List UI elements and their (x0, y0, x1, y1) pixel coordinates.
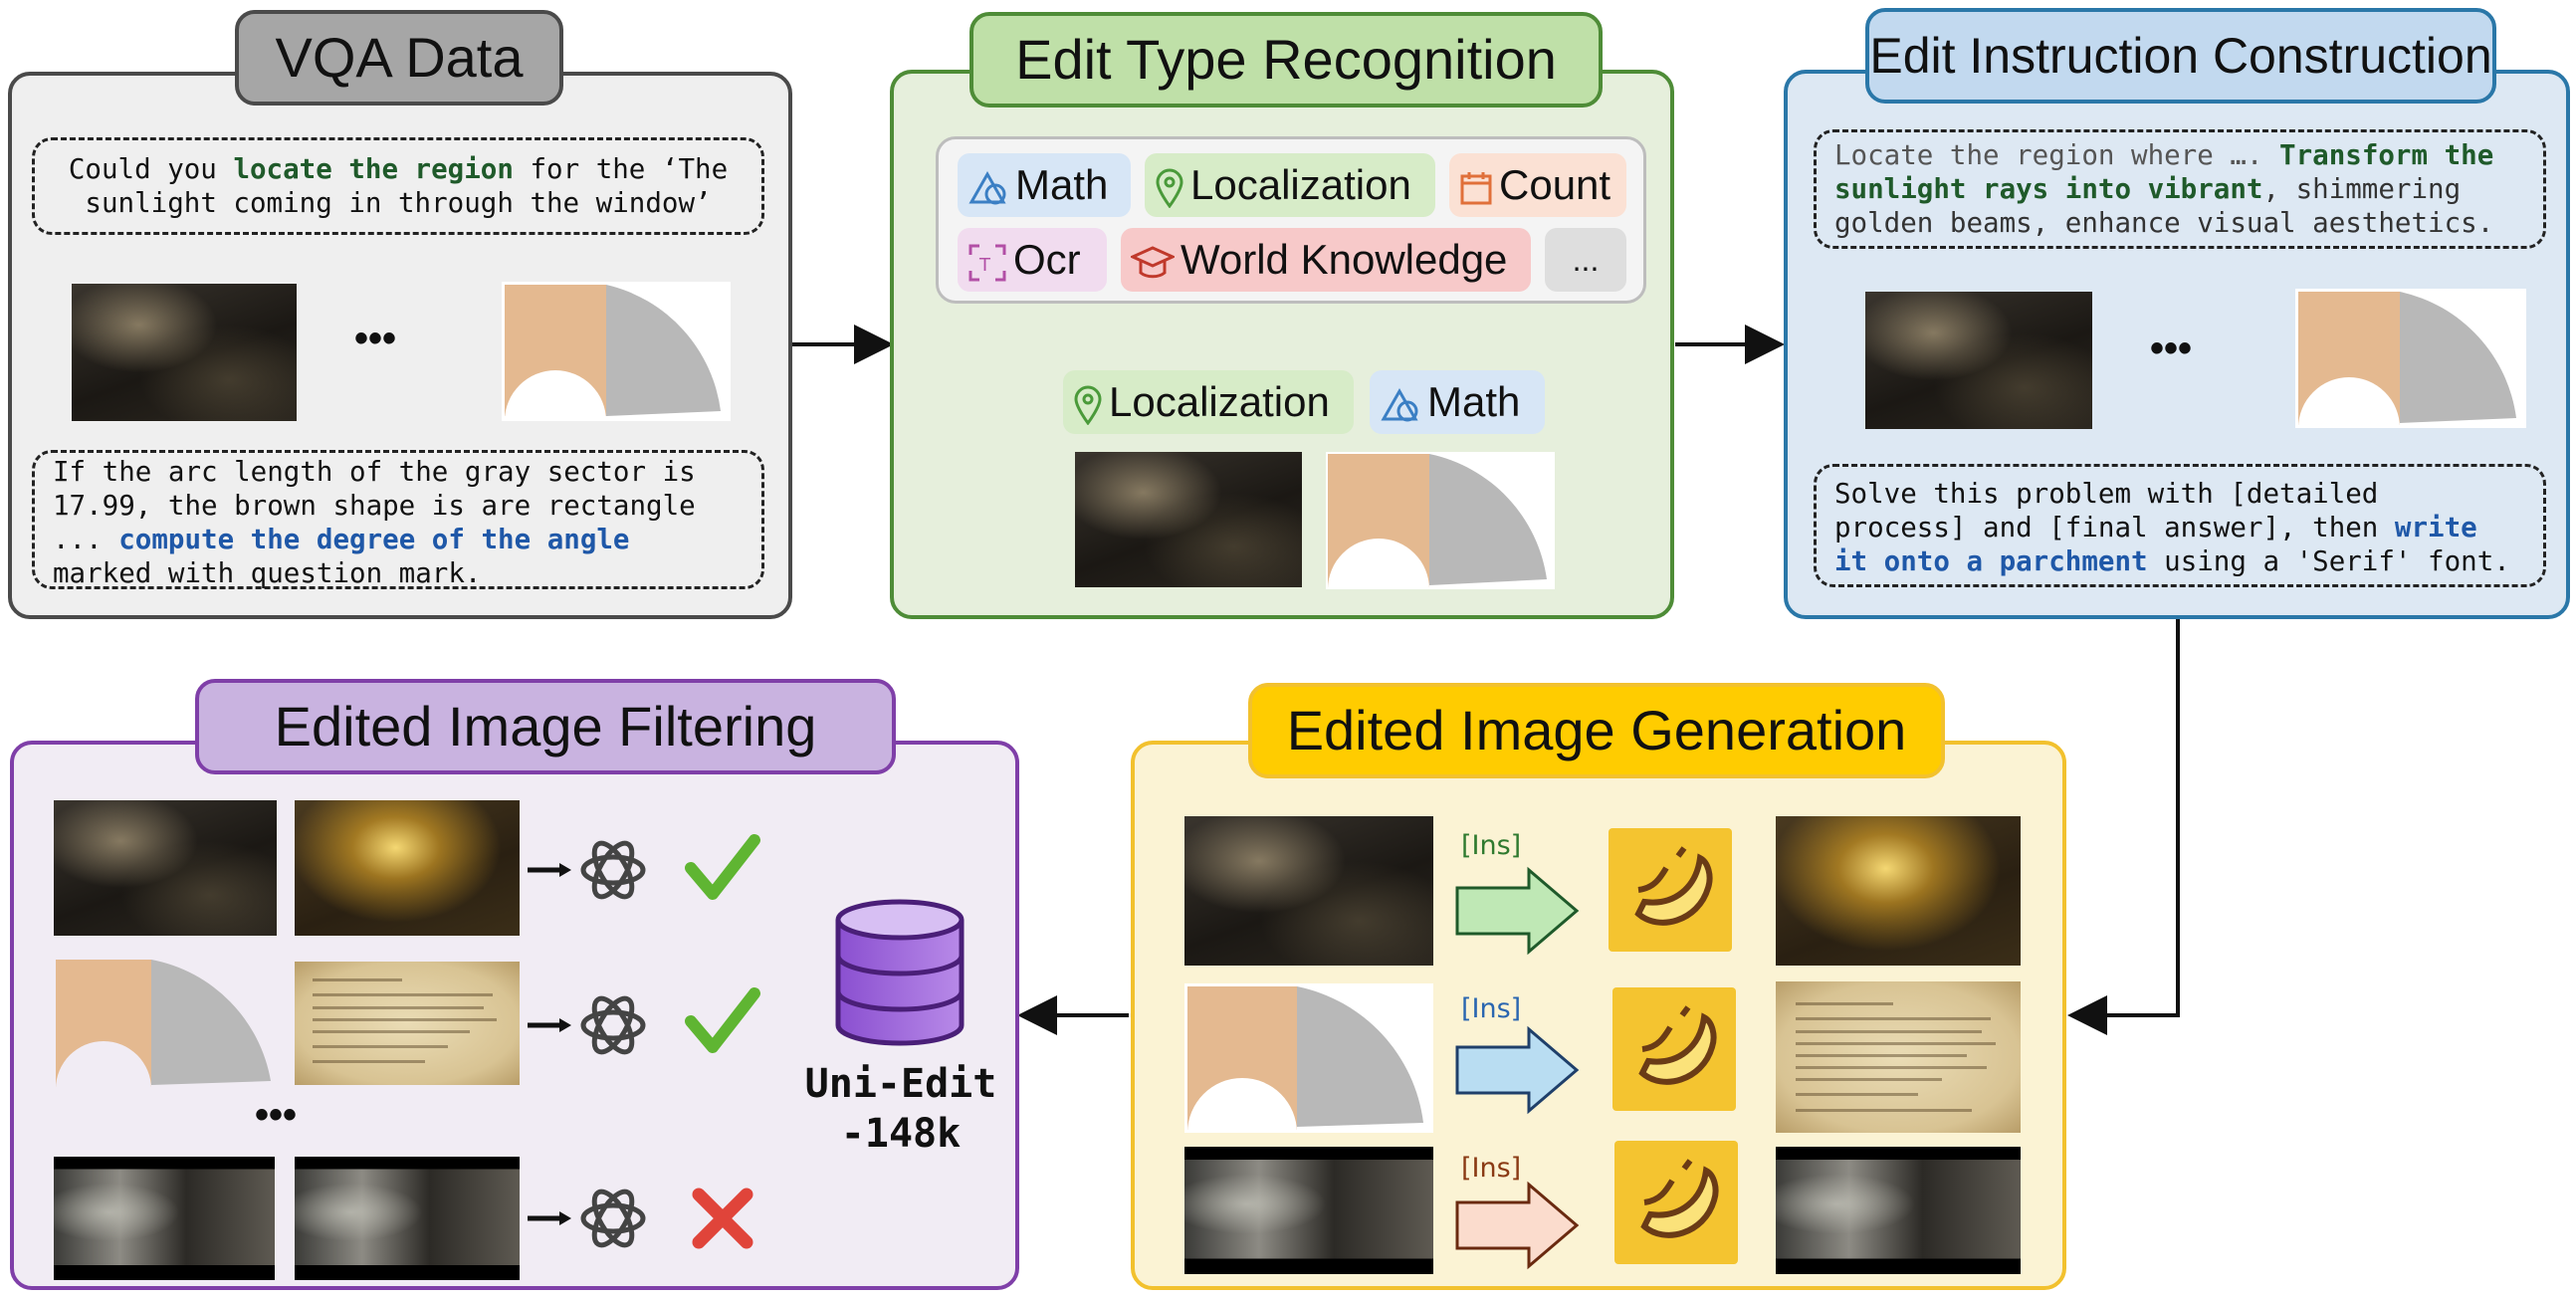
openai-logo-icon (528, 1189, 646, 1248)
filter-ellipsis: ••• (255, 1093, 298, 1137)
openai-logo-icon (528, 840, 646, 900)
database-icon (835, 899, 965, 1046)
banana-icon (1612, 987, 1736, 1111)
edited-image-generation-title: Edited Image Generation (1248, 683, 1945, 778)
selected-chip-localization: Localization (1063, 370, 1354, 434)
ocr-icon: T (968, 244, 1006, 282)
vqa-ellipsis: ••• (354, 317, 397, 360)
graduation-cap-icon (1129, 246, 1177, 279)
chip-math[interactable]: Math (958, 153, 1131, 217)
recognition-geometry-thumbnail (1326, 452, 1555, 589)
location-pin-icon (1074, 385, 1102, 426)
banana-icon (1614, 1141, 1738, 1264)
edited-image-filtering-title: Edited Image Filtering (195, 679, 896, 774)
right-arrow-icon (1455, 1181, 1580, 1270)
filter-edited-photo (295, 800, 520, 936)
svg-text:T: T (978, 255, 991, 276)
vqa-data-title: VQA Data (235, 10, 563, 106)
right-arrow-icon (1455, 1025, 1580, 1115)
generation-output-photo-sunlight (1776, 816, 2021, 966)
filter-edited-film-still (295, 1157, 520, 1280)
openai-logo-icon (528, 995, 646, 1055)
arrow-instruction-to-generation (2067, 618, 2180, 1035)
selected-chip-math: Math (1370, 370, 1545, 434)
chip-localization[interactable]: Localization (1145, 153, 1435, 217)
filter-input-photo (54, 800, 277, 936)
filter-edited-parchment (295, 962, 520, 1085)
chip-more[interactable]: ... (1545, 228, 1626, 292)
count-icon (1460, 171, 1492, 205)
ins-label-3: [Ins] (1461, 1153, 1522, 1184)
math-icon (968, 170, 1006, 205)
instruction-geometry-thumbnail (2295, 289, 2526, 428)
check-icon (685, 987, 760, 1053)
generation-input-geometry (1184, 983, 1433, 1133)
generation-output-film-still (1776, 1147, 2021, 1274)
cross-icon (692, 1188, 753, 1249)
chip-world-knowledge[interactable]: World Knowledge (1121, 228, 1531, 292)
ins-label-1: [Ins] (1461, 830, 1522, 861)
generation-input-film-still (1184, 1147, 1433, 1274)
generation-input-photo (1184, 816, 1433, 966)
right-arrow-icon (1455, 866, 1580, 956)
filter-input-film-still (54, 1157, 275, 1280)
math-icon (1381, 387, 1418, 422)
banana-icon (1609, 828, 1732, 952)
instruction-localization-text: Locate the region where …. Transform the… (1814, 129, 2546, 249)
ins-label-2: [Ins] (1461, 993, 1522, 1024)
check-icon (685, 834, 760, 900)
instruction-photo-thumbnail (1865, 292, 2092, 429)
edit-instruction-construction-title: Edit Instruction Construction (1865, 8, 2496, 104)
generation-output-parchment (1776, 981, 2021, 1133)
edit-type-recognition-title: Edit Type Recognition (969, 12, 1603, 108)
vqa-question-localization: Could you locate the region for the ‘The… (32, 137, 764, 235)
dataset-name: Uni-Edit -148k (804, 1061, 997, 1157)
instruction-math-text: Solve this problem with [detailed proces… (1814, 464, 2546, 587)
location-pin-icon (1156, 168, 1183, 209)
vqa-photo-thumbnail (72, 284, 297, 421)
instruction-ellipsis: ••• (2150, 326, 2193, 370)
chip-count[interactable]: Count (1449, 153, 1626, 217)
vqa-question-math: If the arc length of the gray sector is … (32, 450, 764, 589)
filter-input-geometry (56, 960, 271, 1093)
recognition-photo-thumbnail (1075, 452, 1302, 587)
vqa-geometry-thumbnail (502, 282, 731, 421)
